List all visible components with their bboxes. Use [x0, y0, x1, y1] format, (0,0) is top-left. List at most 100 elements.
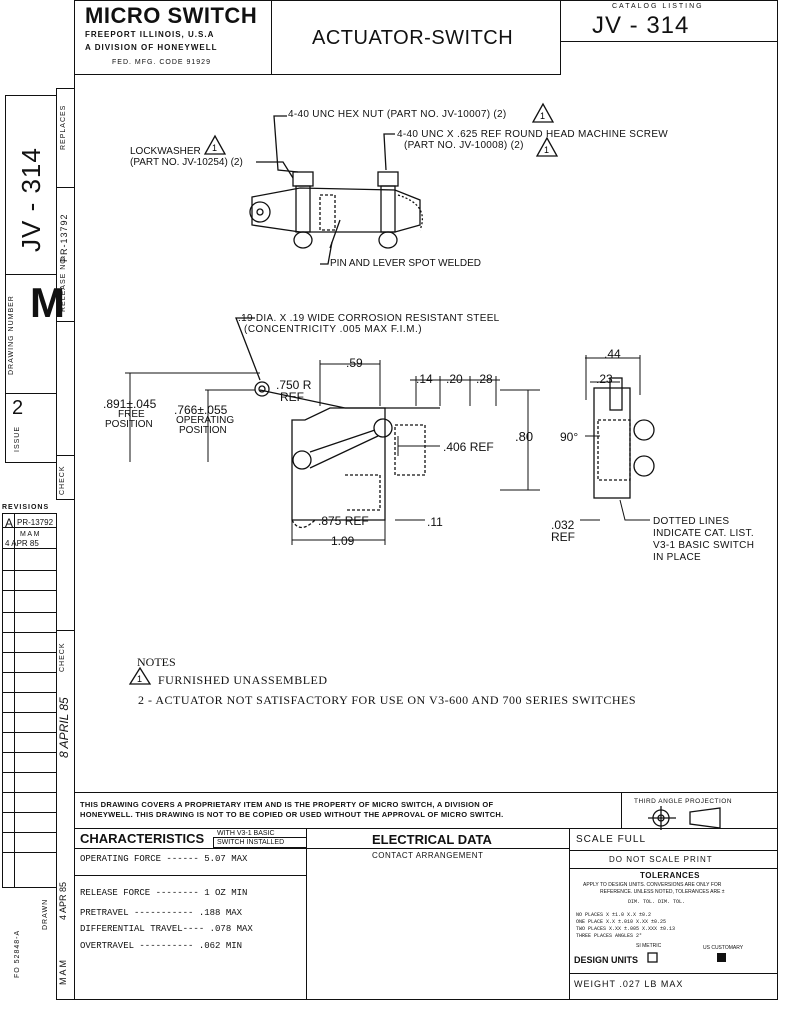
- flag-3: 1: [212, 143, 217, 153]
- side-issue-no: 2: [12, 397, 24, 419]
- contact-arrangement: CONTACT ARRANGEMENT: [372, 851, 484, 860]
- revision-row-rule: [2, 812, 57, 813]
- catalog-label: CATALOG LISTING: [612, 3, 704, 10]
- tolerances-heading: TOLERANCES: [640, 871, 700, 880]
- tol-head: DIM. TOL. DIM. TOL.: [628, 899, 686, 905]
- char-row-3: PRETRAVEL ----------- .188 MAX: [80, 908, 243, 918]
- drawing-title: ACTUATOR-SWITCH: [312, 27, 514, 49]
- dim-406: .406 REF: [443, 440, 494, 454]
- callout-screw-2: (PART NO. JV-10008) (2): [404, 140, 524, 151]
- revision-row-rule: [2, 570, 57, 571]
- us-customary-checkbox: [717, 953, 726, 962]
- dim-891: .891±.045: [103, 397, 157, 411]
- catalog-number: JV - 314: [592, 12, 690, 39]
- dim-875: .875 REF: [318, 514, 369, 528]
- tol-note-1: APPLY TO DESIGN UNITS. CONVERSIONS ARE O…: [583, 882, 722, 888]
- weight: WEIGHT .027 LB MAX: [574, 979, 684, 989]
- note-2: 2 - ACTUATOR NOT SATISFACTORY FOR USE ON…: [138, 693, 637, 707]
- callout-screw-1: 4-40 UNC X .625 REF ROUND HEAD MACHINE S…: [397, 129, 669, 140]
- revision-row-rule: [2, 590, 57, 591]
- revision-row-rule: [2, 612, 57, 613]
- characteristics-head-rule: [74, 848, 306, 849]
- company-address: FREEPORT ILLINOIS, U.S.A: [85, 30, 215, 39]
- callout-roller-2: (CONCENTRICITY .005 MAX F.I.M.): [244, 324, 423, 335]
- us-customary: US CUSTOMARY: [703, 945, 744, 951]
- dim-operating: OPERATING: [176, 415, 235, 426]
- dim-032-ref: REF: [551, 530, 575, 544]
- revision-row-rule: [2, 752, 57, 753]
- assembly-top-view: [249, 171, 424, 249]
- char-row-rule-1: [74, 875, 306, 876]
- characteristics-with-1: WITH V3-1 BASIC: [217, 830, 275, 837]
- notes-heading: NOTES: [137, 655, 176, 669]
- dim-014: .14: [416, 372, 433, 386]
- dim-044: .44: [604, 347, 621, 361]
- company-division: A DIVISION OF HONEYWELL: [85, 43, 218, 52]
- dim-109: 1.09: [331, 534, 355, 548]
- side-drawing-letter: M: [30, 279, 65, 326]
- callout-lockwasher-1: LOCKWASHER: [130, 146, 201, 157]
- tol-r2: ONE PLACE X.X ±.010 X.XX ±0.25: [576, 919, 667, 925]
- callout-hex-nut: 4-40 UNC HEX NUT (PART NO. JV-10007) (2): [288, 109, 507, 120]
- revision-row-rule: [2, 692, 57, 693]
- rev-by: M A M: [20, 531, 40, 538]
- dim-90: 90°: [560, 430, 579, 444]
- revisions-label: REVISIONS: [2, 504, 50, 511]
- note-1: FURNISHED UNASSEMBLED: [158, 673, 328, 687]
- design-units: DESIGN UNITS: [574, 955, 639, 965]
- third-angle-symbol: [648, 806, 721, 830]
- revision-row-rule: [2, 672, 57, 673]
- tol-r4: THREE PLACES ANGLES 2°: [576, 933, 643, 939]
- flag-1: 1: [540, 111, 545, 121]
- dim-059: .59: [346, 356, 363, 370]
- bottom-block-top-rule: [74, 792, 778, 793]
- actuator-end-view: [580, 355, 655, 521]
- char-row-2: RELEASE FORCE -------- 1 OZ MIN: [80, 888, 248, 898]
- char-row-1: OPERATING FORCE ------ 5.07 MAX: [80, 854, 248, 864]
- dotted-note-4: IN PLACE: [653, 552, 701, 563]
- callout-roller-1: .19 DIA. X .19 WIDE CORROSION RESISTANT …: [238, 313, 500, 324]
- revision-row-rule: [2, 632, 57, 633]
- char-row-5: OVERTRAVEL ---------- .062 MIN: [80, 941, 243, 951]
- dim-free-pos: POSITION: [105, 419, 153, 430]
- dim-766: .766±.055: [174, 403, 228, 417]
- projection-divider: [621, 792, 622, 828]
- dim-080: .80: [515, 429, 534, 444]
- rev-pr: PR-13792: [17, 518, 54, 527]
- revision-row-rule: [2, 712, 57, 713]
- characteristics-heading: CHARACTERISTICS: [80, 831, 205, 846]
- revision-col-rule: [14, 513, 15, 888]
- tol-note-2: REFERENCE. UNLESS NOTED, TOLERANCES ARE …: [600, 889, 725, 895]
- si-metric: SI METRIC: [636, 943, 662, 949]
- note-flag-triangles: [128, 102, 559, 685]
- dim-op-pos: POSITION: [179, 425, 227, 436]
- catalog-cell: [560, 0, 778, 42]
- electrical-heading: ELECTRICAL DATA: [372, 832, 492, 847]
- revision-row-rule: [2, 652, 57, 653]
- scale-divider: [569, 828, 570, 1000]
- char-row-4: DIFFERENTIAL TRAVEL---- .078 MAX: [80, 924, 253, 934]
- revision-row-rule: [2, 772, 57, 773]
- tol-r3: TWO PLACES X.XX ±.005 X.XXX ±0.13: [576, 926, 676, 932]
- dim-028: .28: [476, 372, 493, 386]
- callout-pin-lever: PIN AND LEVER SPOT WELDED: [330, 258, 481, 269]
- strip-box-release: [56, 187, 75, 322]
- electrical-head-rule: [306, 848, 570, 849]
- dotted-note-1: DOTTED LINES: [653, 516, 730, 527]
- dotted-note-3: V3-1 BASIC SWITCH: [653, 540, 755, 551]
- revision-row-rule: [2, 548, 57, 549]
- dim-020: .20: [446, 372, 463, 386]
- dim-750r-ref: REF: [280, 390, 304, 404]
- scale-rule-3: [569, 973, 778, 974]
- revision-row-rule: [2, 732, 57, 733]
- strip-box-issue: [5, 393, 57, 463]
- revision-row-rule: [2, 832, 57, 833]
- revision-row-rule: [2, 852, 57, 853]
- characteristics-top-rule: [74, 828, 778, 829]
- actuator-side-view: [235, 317, 440, 529]
- strip-box-check: [56, 455, 75, 500]
- dim-free: FREE: [118, 409, 145, 420]
- dim-023: .23: [596, 372, 613, 386]
- dim-011: .11: [427, 515, 443, 529]
